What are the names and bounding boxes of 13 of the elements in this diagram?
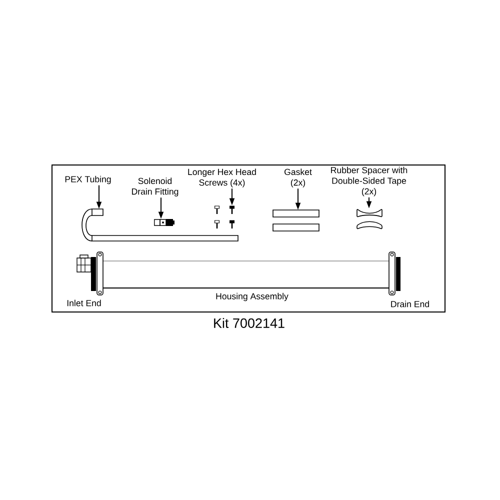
screws xyxy=(214,206,234,228)
spacers xyxy=(356,209,382,230)
part-label: Solenoid Drain Fitting xyxy=(132,178,178,196)
part-label: PEX Tubing xyxy=(65,176,111,184)
part-label: Rubber Spacer with Double-Sided Tape (2x) xyxy=(331,166,408,196)
part-label: Inlet End xyxy=(67,300,101,306)
gaskets xyxy=(272,210,320,232)
part-label: Housing Assembly xyxy=(216,292,288,302)
caption: Kit 7002141 xyxy=(214,318,284,328)
tubing xyxy=(82,208,238,242)
part-label: Gasket (2x) xyxy=(284,168,312,188)
part-label: Longer Hex Head Screws (4x) xyxy=(188,168,256,188)
part-label: Drain End xyxy=(391,300,429,308)
